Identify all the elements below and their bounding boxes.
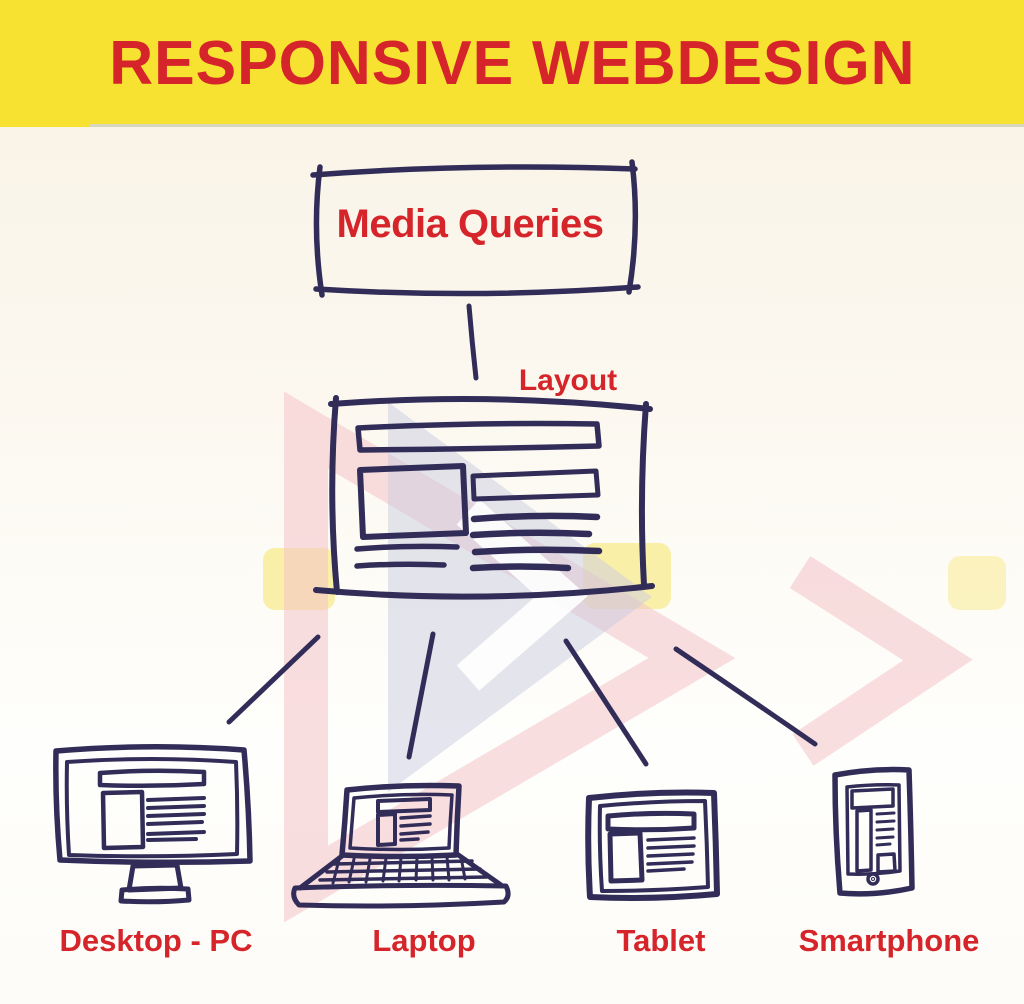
monitor-stand [118,862,192,905]
watermark-yellow-patches [263,543,1006,610]
device-label-laptop: Laptop [372,923,476,958]
laptop-keyboard [318,855,489,885]
connector-layout-to-desktop [226,634,321,725]
tablet-screen-content [605,810,697,884]
connector-layout-to-laptop [406,631,436,760]
connector-layout-to-smartphone [673,646,818,747]
smartphone-home-button [866,872,880,886]
smartphone-screen-content [850,787,897,874]
media-queries-label: Media Queries [336,202,604,246]
watermark-play-logo [284,391,973,923]
monitor-screen-content [97,768,207,851]
laptop-icon [291,782,511,909]
device-label-desktop: Desktop - PC [59,923,253,958]
smartphone-icon [832,766,915,897]
layout-content [354,420,603,572]
layout-frame [313,395,655,600]
device-label-smartphone: Smartphone [798,923,980,958]
laptop-screen-content [376,797,432,847]
page-title: RESPONSIVE WEBDESIGN [108,29,916,98]
tablet-icon [585,789,720,901]
connector-root-to-layout [466,303,479,381]
connector-layout-to-tablet [563,638,649,767]
layout-wireframe-icon [313,395,655,600]
laptop-base [291,851,511,909]
device-label-tablet: Tablet [616,923,706,958]
desktop-monitor-icon [53,744,253,905]
layout-label: Layout [518,364,618,397]
title-banner: RESPONSIVE WEBDESIGN [0,0,1024,127]
